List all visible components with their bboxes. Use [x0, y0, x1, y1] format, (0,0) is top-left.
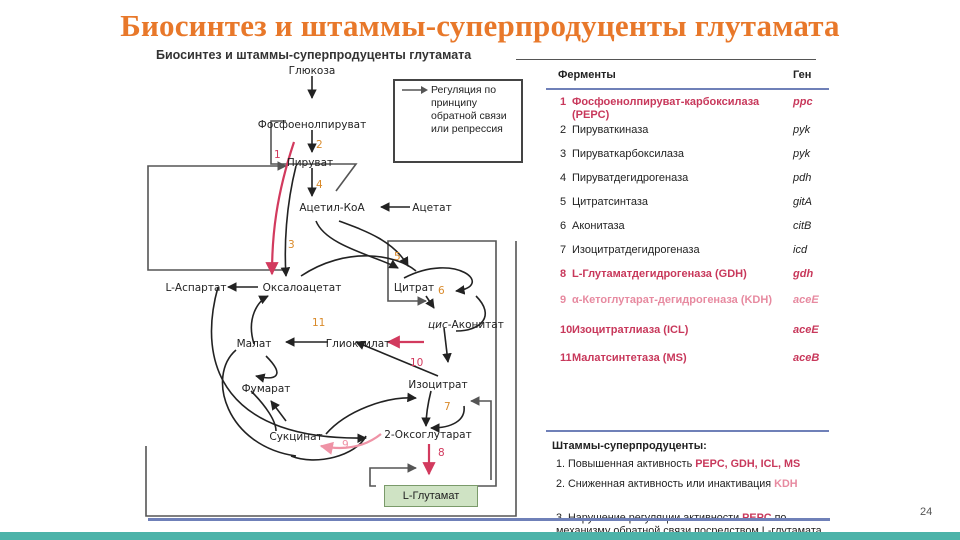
enzyme-name: Малатсинтетаза (MS)	[572, 352, 687, 364]
enzyme-name: Изоцитратлиаза (ICL)	[572, 324, 689, 336]
node-aspartate: L-Аспартат	[165, 282, 226, 294]
step-number: 2	[316, 139, 323, 151]
footer-bar	[0, 532, 960, 540]
node-succinate: Сукцинат	[269, 431, 322, 443]
enzyme-gene: pyk	[793, 124, 811, 136]
figure-title: Биосинтез и штаммы-суперпродуценты глута…	[156, 48, 472, 62]
enzyme-gene: icd	[793, 244, 808, 256]
step-number: 3	[288, 239, 295, 251]
regulation-arrows	[145, 120, 517, 517]
node-malate: Малат	[237, 338, 272, 350]
enzyme-name: Фосфоенолпируват-карбоксилаза (PEPC)	[572, 96, 760, 121]
table-header-enzymes: Ферменты	[558, 69, 616, 81]
enzyme-number: 3	[560, 148, 567, 160]
node-fumarate: Фумарат	[242, 383, 291, 395]
node-acetate: Ацетат	[412, 202, 451, 214]
strains-rule	[546, 430, 829, 432]
step-number: 10	[410, 357, 423, 369]
node-glutamate: L-Глутамат	[384, 485, 478, 507]
step-number: 7	[444, 401, 451, 413]
node-isocitrate: Изоцитрат	[408, 379, 467, 391]
enzyme-name: Цитратсинтаза	[572, 196, 649, 208]
enzyme-number: 8	[560, 268, 567, 280]
enzyme-name: Пируваткиназа	[572, 124, 649, 136]
enzyme-gene: pyk	[793, 148, 811, 160]
strain-item-2: 2. Сниженная активность или инактивация …	[556, 478, 836, 491]
node-cis-suffix: -Аконитат	[448, 319, 504, 331]
node-acetyl-coa: Ацетил-КоА	[299, 202, 365, 214]
enzyme-number: 4	[560, 172, 567, 184]
enzyme-name: Пируватдегидрогеназа	[572, 172, 689, 184]
enzyme-number: 2	[560, 124, 567, 136]
enzyme-gene: aceE	[793, 324, 819, 336]
figure-bottom-rule	[148, 518, 830, 521]
step-numbers: 1 2 3 4 5 6 7 8 9 10 11	[274, 139, 451, 459]
enzyme-name: Пируваткарбоксилаза	[572, 148, 685, 160]
page-number: 24	[920, 506, 933, 518]
strain-item-2-text: 2. Сниженная активность или инактивация	[556, 478, 775, 490]
enzyme-number: 1	[560, 96, 567, 108]
node-pep: Фосфоенолпируват	[258, 119, 366, 131]
node-cis-prefix: цис	[428, 319, 448, 331]
figure-title-rule	[516, 59, 816, 60]
strains-title: Штаммы-суперпродуценты:	[552, 440, 707, 452]
enzyme-number: 6	[560, 220, 567, 232]
enzyme-name: Аконитаза	[572, 220, 625, 232]
enzyme-name: L-Глутаматдегидрогеназа (GDH)	[572, 268, 747, 280]
table-header-gene: Ген	[793, 69, 812, 81]
strain-item-1-highlight: PEPC, GDH, ICL, MS	[695, 458, 801, 470]
enzyme-gene: citB	[793, 220, 812, 232]
enzyme-gene: pdh	[793, 172, 812, 184]
pathway-arrows	[210, 76, 487, 461]
legend-text: Регуляция по принципу обратной связи или…	[431, 84, 507, 135]
node-glucose: Глюкоза	[289, 65, 336, 77]
enzyme-number: 10	[560, 324, 573, 336]
pathway-diagram: Глюкоза Фосфоенолпируват Пируват Ацетил-…	[145, 65, 517, 517]
node-cis-aconitate: цис-Аконитат	[428, 319, 504, 331]
step-number: 6	[438, 285, 445, 297]
strain-item-1: 1. Повышенная активность PEPC, GDH, ICL,…	[556, 458, 836, 471]
step-number: 11	[312, 317, 325, 329]
step-number: 5	[394, 251, 401, 263]
step-number: 1	[274, 149, 281, 161]
node-pyruvate: Пируват	[287, 157, 333, 169]
legend-arrow-icon	[402, 86, 428, 94]
enzyme-number: 7	[560, 244, 567, 256]
weakened-arrow	[319, 433, 382, 455]
enzyme-number: 5	[560, 196, 567, 208]
node-glyoxylate: Глиоксилат	[326, 338, 391, 350]
strain-item-2-highlight: KDH	[774, 478, 798, 490]
enzyme-number: 9	[560, 294, 567, 306]
enhanced-arrows	[265, 141, 436, 476]
enzyme-number: 11	[560, 352, 572, 364]
strain-item-1-text: 1. Повышенная активность	[556, 458, 696, 470]
slide-title: Биосинтез и штаммы-суперпродуценты глута…	[120, 8, 840, 43]
step-number: 9	[342, 439, 349, 451]
node-citrate: Цитрат	[394, 282, 434, 294]
enzyme-gene: aceB	[793, 352, 820, 364]
enzyme-gene: aceE	[793, 294, 819, 306]
node-oxoglutarate: 2-Оксоглутарат	[384, 429, 471, 441]
enzyme-gene: gdh	[793, 268, 814, 280]
node-oxaloacetate: Оксалоацетат	[263, 282, 342, 294]
table-header-rule	[546, 88, 829, 90]
step-number: 4	[316, 179, 323, 191]
figure: Биосинтез и штаммы-суперпродуценты глута…	[126, 46, 838, 537]
enzyme-name: Изоцитратдегидрогеназа	[572, 244, 700, 256]
legend-box: Регуляция по принципу обратной связи или…	[393, 79, 523, 163]
enzyme-gene: gitA	[793, 196, 812, 208]
enzyme-gene: ppc	[793, 96, 813, 108]
step-number: 8	[438, 447, 445, 459]
enzyme-name: α-Кетоглутарат-дегидрогеназа (KDH)	[572, 294, 772, 306]
